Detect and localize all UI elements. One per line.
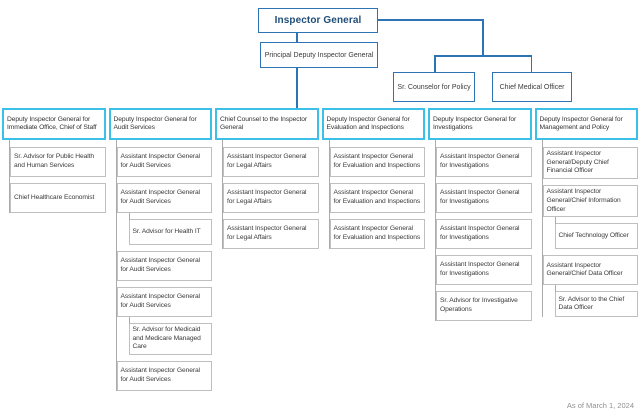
principal-deputy-inspector-general-box: Principal Deputy Inspector General: [260, 42, 378, 68]
column-management-policy: Deputy Inspector General for Management …: [534, 108, 638, 318]
org-chart-columns: Deputy Inspector General for Immediate O…: [2, 108, 638, 392]
column-audit-services: Deputy Inspector General for Audit Servi…: [108, 108, 212, 392]
column-children: Assistant Inspector General/Deputy Chief…: [541, 140, 638, 318]
org-node: Assistant Inspector General for Investig…: [436, 255, 532, 285]
org-node: Assistant Inspector General for Audit Se…: [116, 183, 212, 213]
org-node: Assistant Inspector General for Legal Af…: [223, 219, 319, 249]
connector-right-tbar: [434, 55, 532, 57]
column-evaluation-inspections: Deputy Inspector General for Evaluation …: [321, 108, 425, 249]
chief-medical-officer-box: Chief Medical Officer: [492, 72, 572, 102]
connector-medical-drop: [530, 55, 532, 72]
org-node: Assistant Inspector General for Evaluati…: [329, 147, 425, 177]
column-children: Assistant Inspector General for Investig…: [435, 140, 532, 321]
connector-ig-to-pdig: [296, 32, 298, 42]
org-node: Assistant Inspector General for Evaluati…: [329, 183, 425, 213]
org-node: Assistant Inspector General/Deputy Chief…: [542, 147, 638, 180]
connector-counselor-drop: [434, 55, 436, 72]
column-children: Assistant Inspector General for Audit Se…: [115, 140, 212, 392]
column-header: Deputy Inspector General for Evaluation …: [321, 108, 425, 140]
org-node: Chief Healthcare Economist: [10, 183, 106, 213]
org-node: Assistant Inspector General for Investig…: [436, 147, 532, 177]
column-children: Sr. Advisor for Public Health and Human …: [9, 140, 106, 213]
org-node: Assistant Inspector General for Investig…: [436, 183, 532, 213]
org-node: Assistant Inspector General for Evaluati…: [329, 219, 425, 249]
column-immediate-office: Deputy Inspector General for Immediate O…: [2, 108, 106, 213]
org-node: Assistant Inspector General/Chief Data O…: [542, 255, 638, 286]
column-header: Deputy Inspector General for Management …: [534, 108, 638, 140]
org-node: Assistant Inspector General for Audit Se…: [116, 287, 212, 317]
org-node: Assistant Inspector General for Audit Se…: [116, 251, 212, 281]
inspector-general-box: Inspector General: [258, 8, 378, 33]
connector-ig-right-horizontal: [378, 19, 483, 21]
column-header: Deputy Inspector General for Immediate O…: [2, 108, 106, 140]
org-node: Assistant Inspector General/Chief Inform…: [542, 185, 638, 218]
column-children: Assistant Inspector General for Legal Af…: [222, 140, 319, 249]
org-node: Assistant Inspector General for Legal Af…: [223, 183, 319, 213]
org-node: Sr. Advisor for Investigative Operations: [436, 291, 532, 321]
org-subnode: Sr. Advisor to the Chief Data Officer: [554, 285, 638, 318]
sr-counselor-for-policy-box: Sr. Counselor for Policy: [393, 72, 475, 102]
org-node: Assistant Inspector General for Investig…: [436, 219, 532, 249]
column-children: Assistant Inspector General for Evaluati…: [328, 140, 425, 249]
column-investigations: Deputy Inspector General for Investigati…: [428, 108, 532, 321]
org-node: Assistant Inspector General for Audit Se…: [116, 147, 212, 177]
org-subnode: Sr. Advisor for Health IT: [128, 213, 212, 245]
column-header: Chief Counsel to the Inspector General: [215, 108, 319, 140]
column-header: Deputy Inspector General for Investigati…: [428, 108, 532, 140]
column-chief-counsel: Chief Counsel to the Inspector General A…: [215, 108, 319, 249]
org-subnode: Chief Technology Officer: [554, 217, 638, 250]
org-node: Assistant Inspector General for Legal Af…: [223, 147, 319, 177]
as-of-date: As of March 1, 2024: [566, 401, 634, 410]
org-node: Sr. Advisor for Public Health and Human …: [10, 147, 106, 177]
org-node: Assistant Inspector General for Audit Se…: [116, 361, 212, 392]
connector-right-drop: [482, 19, 484, 56]
org-subnode: Sr. Advisor for Medicaid and Medicare Ma…: [128, 316, 212, 356]
connector-pdig-to-divisions: [296, 68, 298, 108]
column-header: Deputy Inspector General for Audit Servi…: [108, 108, 212, 140]
